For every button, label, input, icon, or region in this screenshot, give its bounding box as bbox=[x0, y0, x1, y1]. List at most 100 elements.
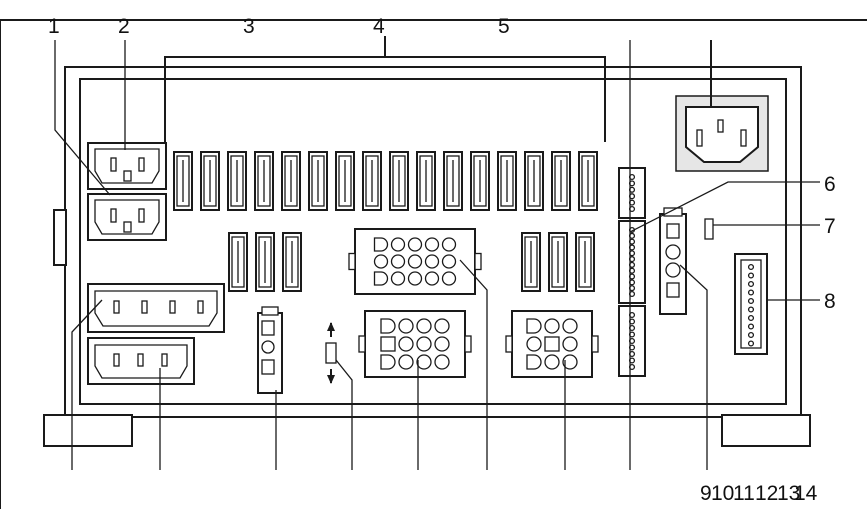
relay-12-cavity-round bbox=[398, 336, 414, 352]
relay-15-latch-left bbox=[348, 252, 356, 271]
connector-8-pin bbox=[747, 289, 755, 296]
relay-15-cavity-round bbox=[407, 254, 423, 269]
connector-8-pin bbox=[747, 323, 755, 330]
relay-9-cavity-round bbox=[562, 336, 578, 352]
connector-8-pin bbox=[747, 340, 755, 347]
relay-connector-left bbox=[257, 306, 283, 394]
relay-15-cavity-round bbox=[424, 237, 440, 252]
relay-15-cavity-round bbox=[424, 271, 440, 286]
callout-11: 11 bbox=[733, 482, 755, 505]
fuse-top-14 bbox=[524, 151, 544, 211]
pin-strip-middle bbox=[618, 220, 646, 304]
pin-strips bbox=[618, 167, 646, 377]
fuse-top-5 bbox=[281, 151, 301, 211]
fuse-top-6 bbox=[308, 151, 328, 211]
relay-9-cavity-square bbox=[544, 336, 560, 352]
connector-8-pin bbox=[747, 314, 755, 322]
relay-12-frame bbox=[364, 310, 466, 378]
relay-15-cavity-round bbox=[407, 237, 423, 252]
connector-8-pin bbox=[747, 272, 755, 279]
callout-14: 14 bbox=[794, 482, 818, 505]
relay-12-cavity-d bbox=[380, 354, 396, 370]
callout-10: 10 bbox=[711, 482, 734, 505]
pin-strip-top bbox=[618, 167, 646, 219]
fuse-top-3 bbox=[227, 151, 247, 211]
relay-12-cavity-round bbox=[416, 354, 432, 370]
callout-2: 2 bbox=[118, 15, 130, 38]
relay-9-latch-right bbox=[591, 335, 599, 353]
fuse-left-2 bbox=[255, 232, 275, 292]
relay-15-cavity-d bbox=[373, 237, 389, 252]
relay-15-cavity-round bbox=[390, 237, 406, 252]
connector-8 bbox=[734, 253, 768, 355]
relay-15-cavity-round bbox=[390, 271, 406, 286]
fuse-top-11 bbox=[443, 151, 463, 211]
fuse-right-2 bbox=[548, 232, 568, 292]
connector-8-pin bbox=[747, 297, 755, 305]
connector-1 bbox=[87, 193, 167, 241]
callout-7: 7 bbox=[824, 215, 836, 238]
fuse-top-15 bbox=[551, 151, 571, 211]
relay-12-cavity-round bbox=[416, 336, 432, 352]
leader-lines bbox=[54, 40, 820, 470]
callout-1: 1 bbox=[48, 15, 60, 38]
fuse-top-16 bbox=[578, 151, 598, 211]
fuse-top-9 bbox=[389, 151, 409, 211]
relay-12-cavity-round bbox=[434, 354, 450, 370]
relay-15-cavity-round bbox=[390, 254, 406, 269]
fuse-row-bracket bbox=[164, 36, 606, 142]
connector-8-pin bbox=[747, 263, 755, 271]
relay-12-latch-left bbox=[358, 335, 366, 353]
relay-12-cavity-round bbox=[398, 318, 414, 334]
relay-15-cavity-round bbox=[424, 254, 440, 269]
callout-9: 9 bbox=[700, 482, 712, 505]
connector-4pin bbox=[87, 283, 225, 333]
relay-15-cavity bbox=[348, 228, 482, 295]
fuse-right-3 bbox=[575, 232, 595, 292]
callout-8: 8 bbox=[824, 290, 836, 313]
relay-9-cavity-round bbox=[544, 354, 560, 370]
relay-9-cavity-d bbox=[526, 354, 542, 370]
pin-strip-bottom bbox=[618, 305, 646, 377]
relay-15-cavity-round bbox=[407, 271, 423, 286]
callout-6: 6 bbox=[824, 173, 836, 196]
callout-13: 13 bbox=[777, 482, 800, 505]
relay-9-cavity-round bbox=[544, 318, 560, 334]
relay-15-cavity-round bbox=[441, 237, 457, 252]
relay-9-cavity-round bbox=[562, 354, 578, 370]
callout-3: 3 bbox=[243, 15, 255, 38]
relay-9-latch-left bbox=[505, 335, 513, 353]
fuse-top-12 bbox=[470, 151, 490, 211]
connector-3pin bbox=[87, 337, 195, 385]
fuse-row-top bbox=[173, 151, 598, 211]
callout-5: 5 bbox=[498, 15, 510, 38]
fuse-right-1 bbox=[521, 232, 541, 292]
power-inlet bbox=[675, 40, 769, 172]
relay-12-latch-right bbox=[464, 335, 472, 353]
relay-12-cavity-round bbox=[398, 354, 414, 370]
connector-8-pin bbox=[747, 306, 755, 313]
connector-8-pin bbox=[747, 280, 755, 288]
relay-12-cavity-round bbox=[434, 336, 450, 352]
relay-9-cavity-d bbox=[526, 318, 542, 334]
fuse-group-right bbox=[521, 232, 595, 292]
fuse-group-left bbox=[228, 232, 302, 292]
relay-connector-right bbox=[659, 207, 687, 315]
relay-15-cavity-d bbox=[373, 271, 389, 286]
fuse-left-3 bbox=[282, 232, 302, 292]
fuse-top-8 bbox=[362, 151, 382, 211]
fuse-top-13 bbox=[497, 151, 517, 211]
fuse-top-7 bbox=[335, 151, 355, 211]
relay-12-cavity-round bbox=[434, 318, 450, 334]
callout-bottom-group: 9 10 11 12 13 14 bbox=[700, 482, 818, 505]
connector-8-pin bbox=[747, 331, 755, 339]
relay-9-cavity bbox=[505, 310, 599, 378]
switch-7 bbox=[704, 218, 714, 240]
slide-switch bbox=[325, 322, 337, 384]
relay-12-cavity bbox=[358, 310, 472, 378]
relay-9-cavity-round bbox=[526, 336, 542, 352]
callout-12: 12 bbox=[755, 482, 778, 505]
relay-15-cavity-round bbox=[441, 271, 457, 286]
relay-12-cavity-round bbox=[416, 318, 432, 334]
